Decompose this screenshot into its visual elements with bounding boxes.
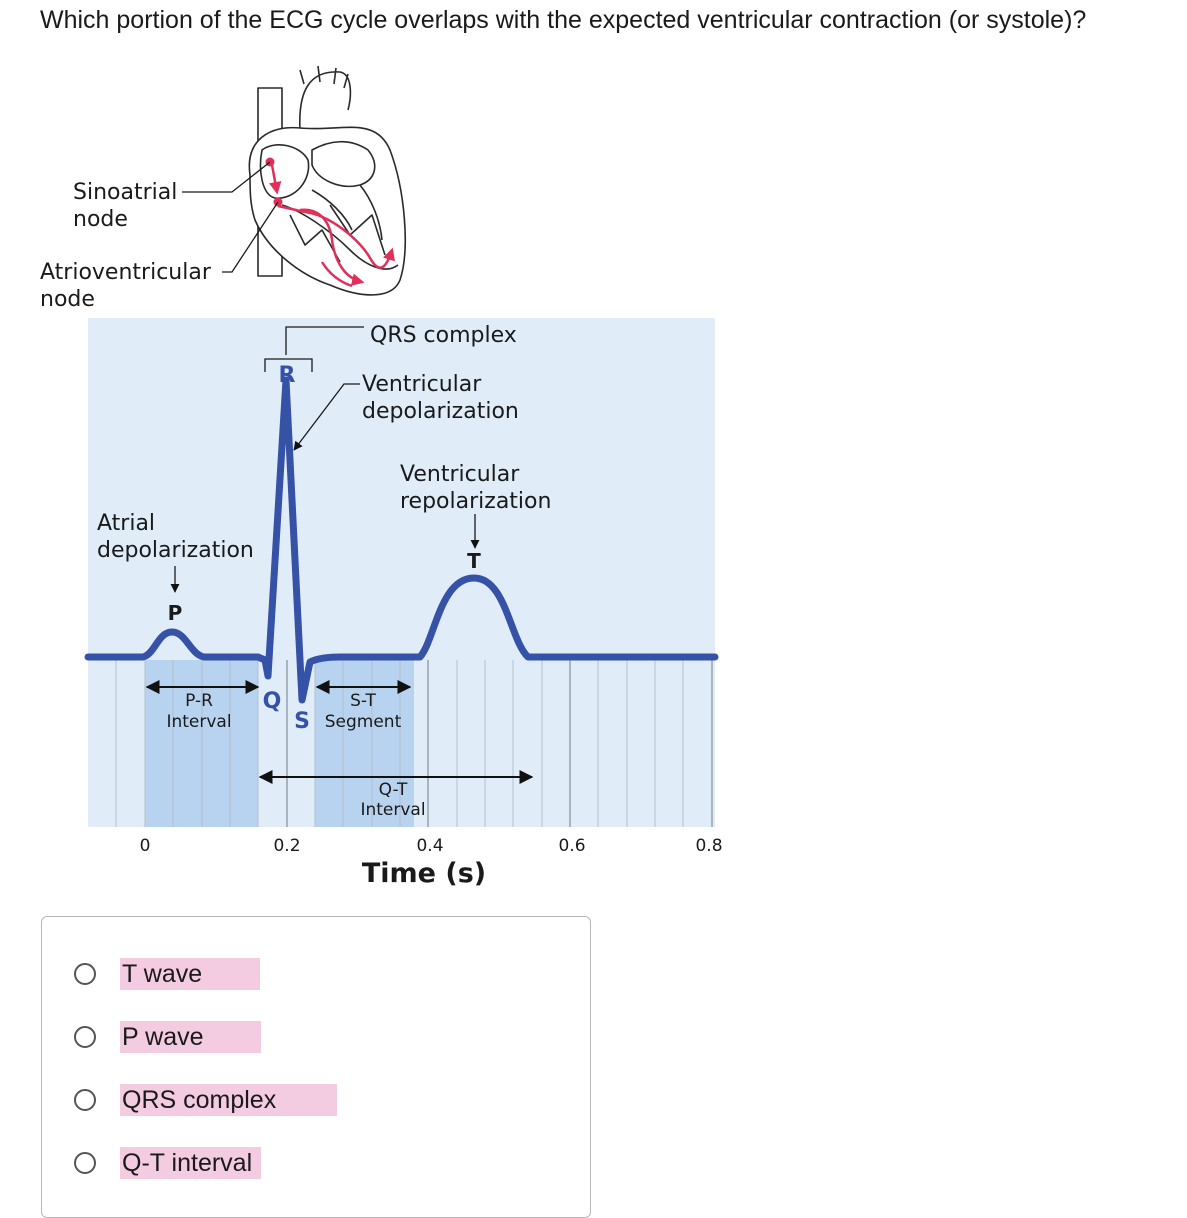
qt-interval-line2: Interval [360, 800, 425, 820]
sa-label-line1: Sinoatrial [73, 180, 177, 205]
heart-illustration [248, 65, 406, 296]
option-qrs-complex[interactable]: QRS complex [74, 1084, 337, 1116]
ventricular-depol-arrow [293, 383, 360, 451]
option-label: T wave [120, 958, 260, 990]
question-text: Which portion of the ECG cycle overlaps … [40, 6, 1087, 34]
atrial-depol-line1: Atrial [97, 511, 155, 536]
t-wave-label: T [467, 549, 481, 573]
option-t-wave[interactable]: T wave [74, 958, 260, 990]
ecg-figure: Sinoatrial node Atrioventricular node QR… [40, 65, 723, 889]
sa-leader-line [182, 161, 271, 193]
av-label-line1: Atrioventricular [40, 260, 212, 285]
option-p-wave[interactable]: P wave [74, 1021, 261, 1053]
option-qt-interval[interactable]: Q-T interval [74, 1147, 261, 1179]
option-label: P wave [120, 1021, 261, 1053]
q-wave-label: Q [263, 689, 282, 714]
x-tick-0: 0 [140, 836, 151, 856]
st-segment-line2: Segment [325, 712, 402, 732]
x-tick-1: 0.2 [273, 836, 300, 856]
r-wave-label: R [279, 363, 296, 388]
qt-interval-line1: Q-T [379, 780, 408, 800]
x-tick-3: 0.6 [558, 836, 585, 856]
radio-p-wave[interactable] [74, 1026, 96, 1048]
ventricular-repol-line1: Ventricular [400, 462, 520, 487]
x-tick-4: 0.8 [695, 836, 722, 856]
qrs-complex-label: QRS complex [370, 323, 517, 348]
conduction-path [269, 164, 395, 288]
ventricular-depol-line2: depolarization [362, 399, 519, 424]
ventricular-depol-line1: Ventricular [362, 372, 482, 397]
st-segment-line1: S-T [350, 691, 376, 711]
pr-interval-line2: Interval [166, 712, 231, 732]
option-label: Q-T interval [120, 1147, 261, 1179]
answer-options: T wave P wave QRS complex Q-T interval [41, 916, 591, 1218]
atrial-depol-line2: depolarization [97, 538, 254, 563]
av-label-line2: node [40, 287, 95, 312]
qrs-bracket [264, 358, 313, 372]
x-axis-label: Time (s) [362, 858, 486, 889]
radio-qrs-complex[interactable] [74, 1089, 96, 1111]
major-gridlines [286, 660, 713, 827]
pr-interval-line1: P-R [185, 691, 213, 711]
qrs-leader [285, 326, 364, 355]
option-label: QRS complex [120, 1084, 337, 1116]
x-tick-2: 0.4 [416, 836, 443, 856]
av-leader-line [222, 201, 279, 273]
ecg-trace [84, 376, 719, 704]
sa-label-line2: node [73, 207, 128, 232]
s-wave-label: S [294, 709, 310, 734]
p-wave-label: P [168, 601, 183, 625]
radio-t-wave[interactable] [74, 963, 96, 985]
radio-qt-interval[interactable] [74, 1152, 96, 1174]
ventricular-repol-line2: repolarization [400, 489, 551, 514]
